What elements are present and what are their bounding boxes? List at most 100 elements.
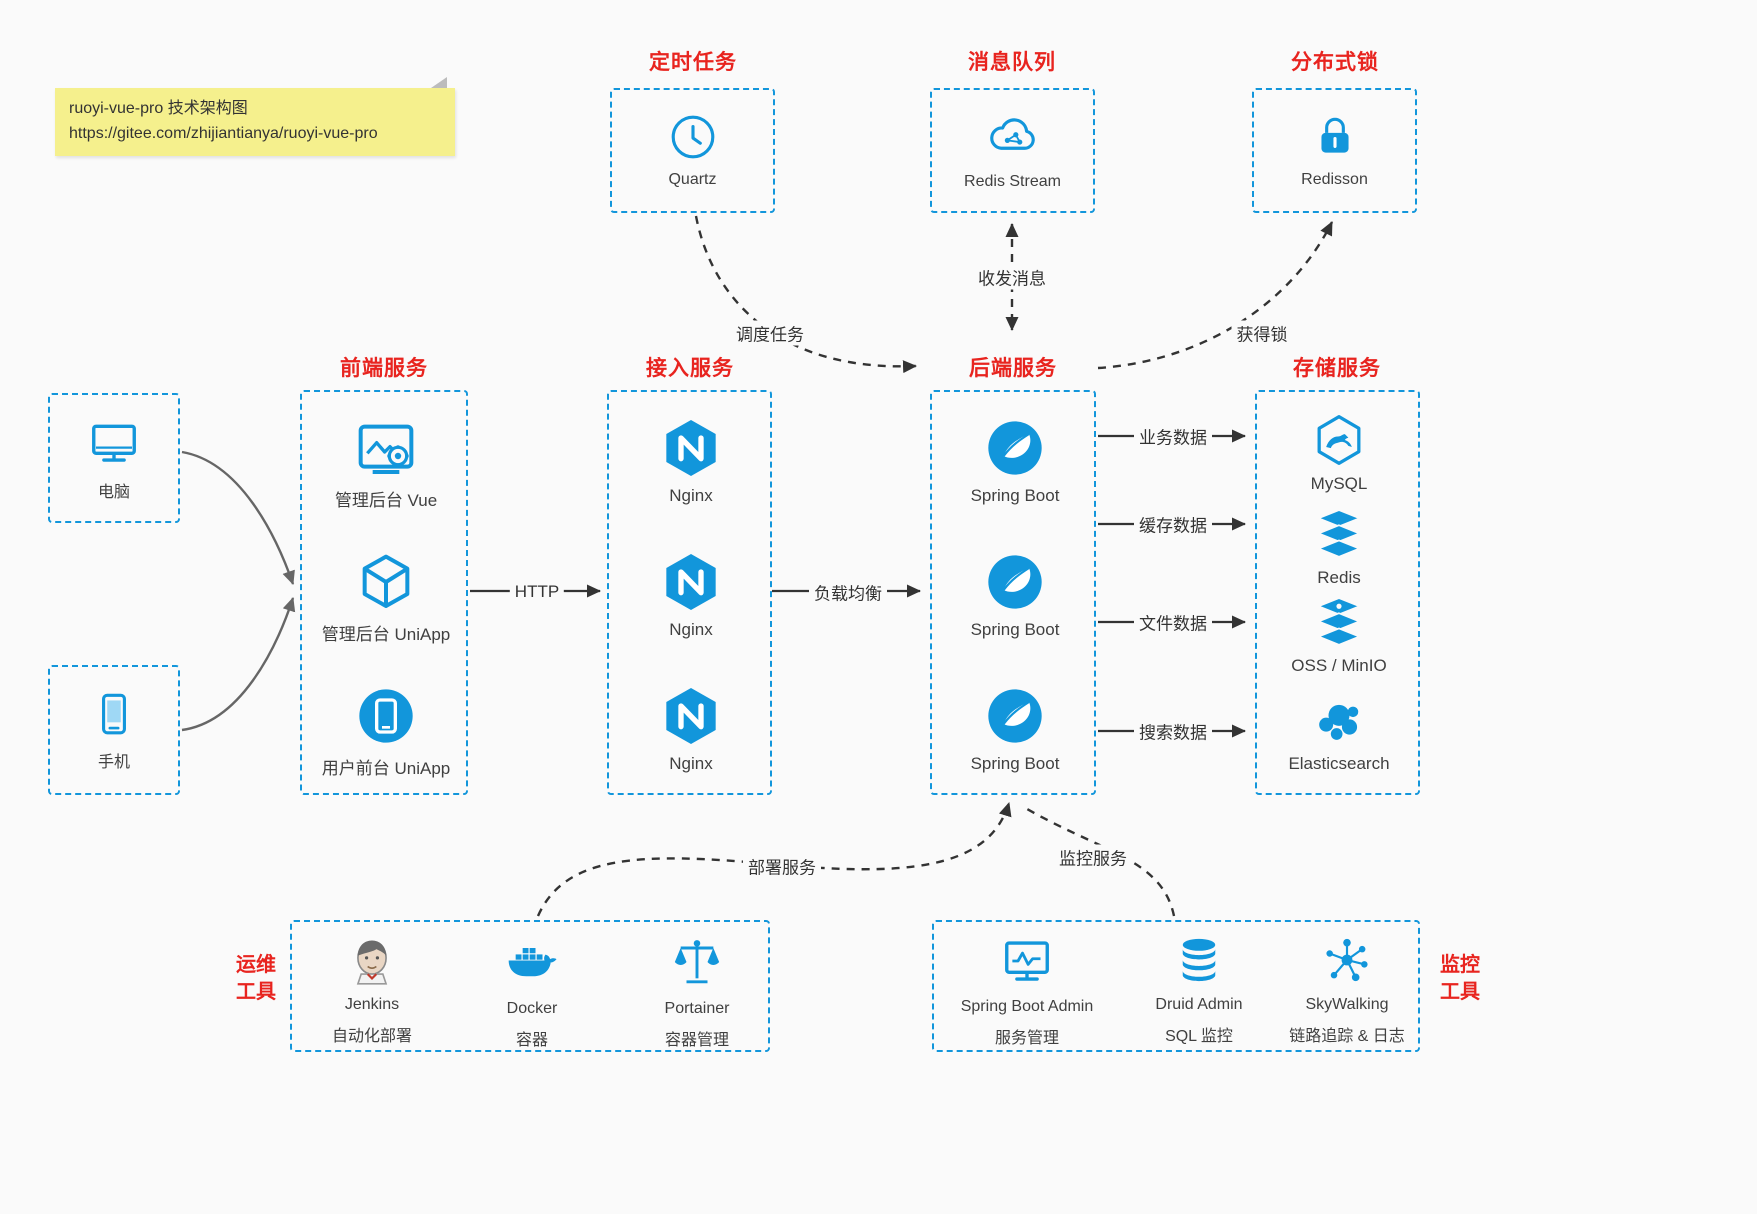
spring-boot-admin-node: Spring Boot Admin 服务管理 [942,934,1112,1048]
http-edge-label: HTTP [509,582,565,602]
redis-stream-label: Redis Stream [964,173,1061,190]
nginx-label: Nginx [669,754,713,773]
mysql-node: MySQL [1259,412,1419,494]
quartz-label: Quartz [668,171,717,188]
jenkins-name: Jenkins [344,996,400,1013]
edge-pc-to-frontend [181,450,295,585]
pc-label: 电脑 [97,483,130,501]
druid-admin-desc: SQL 监控 [1165,1028,1233,1045]
sticky-note: ruoyi-vue-pro 技术架构图 https://gitee.com/zh… [55,77,455,156]
database-icon [1173,934,1225,986]
monitoring-label-line1: 监控 [1440,954,1480,976]
phone-label: 手机 [97,753,130,771]
edge-phone-to-frontend [181,597,296,732]
ops-label-line2: 工具 [236,981,276,1003]
search-data-edge-label: 搜索数据 [1134,718,1212,744]
admin-vue-label: 管理后台 Vue [334,491,438,510]
ops-tools-label: 运维 工具 [228,952,284,1006]
computer-icon [87,415,141,469]
docker-whale-icon [504,934,560,990]
spring-boot-node: Spring Boot [935,416,1095,506]
docker-name: Docker [506,1000,558,1017]
message-queue-title: 消息队列 [968,51,1056,74]
user-uniapp-node: 用户前台 UniApp [306,684,466,779]
load-balance-edge-label: 负载均衡 [809,579,887,605]
elasticsearch-label: Elasticsearch [1288,754,1390,773]
redis-label: Redis [1317,568,1361,587]
portainer-node: Portainer 容器管理 [627,934,767,1050]
lock-icon [1310,112,1360,162]
nginx-node: Nginx [611,550,771,640]
jenkins-node: Jenkins 自动化部署 [302,934,442,1046]
monitoring-tools-label: 监控 工具 [1432,952,1488,1006]
backend-services-title: 后端服务 [969,357,1057,380]
deploy-service-edge-label: 部署服务 [743,853,821,879]
spring-boot-icon [983,416,1047,480]
scheduled-task-title: 定时任务 [649,51,737,74]
scheduled-task-box: Quartz [610,88,775,213]
oss-minio-label: OSS / MinIO [1291,656,1387,675]
nginx-label: Nginx [669,486,713,505]
elasticsearch-node: Elasticsearch [1259,692,1419,774]
skywalking-node: SkyWalking 链路追踪 & 日志 [1272,934,1422,1046]
ops-label-line1: 运维 [236,954,276,976]
storage-services-box: MySQL Redis OSS / MinIO Elasticsearch [1255,390,1420,795]
scales-icon [669,934,725,990]
druid-admin-name: Druid Admin [1155,996,1243,1013]
schedule-task-edge-label: 调度任务 [731,320,809,346]
oss-minio-node: OSS / MinIO [1259,594,1419,676]
frontend-services-title: 前端服务 [340,357,428,380]
redis-node: Redis [1259,506,1419,588]
admin-console-vue-icon [354,416,418,480]
jenkins-desc: 自动化部署 [331,1028,412,1045]
message-queue-box: Redis Stream [930,88,1095,213]
druid-admin-node: Druid Admin SQL 监控 [1114,934,1284,1046]
monitoring-tools-box: Spring Boot Admin 服务管理 Druid Admin SQL 监… [932,920,1420,1052]
uniapp-cube-icon [354,550,418,614]
cloud-stream-icon [986,110,1040,164]
object-storage-icon [1311,594,1367,650]
spring-boot-node: Spring Boot [935,684,1095,774]
spring-boot-admin-name: Spring Boot Admin [960,998,1094,1015]
edge-acquire-lock [1097,221,1334,370]
business-data-edge-label: 业务数据 [1134,423,1212,449]
spring-boot-label: Spring Boot [970,620,1060,639]
phone-icon [89,689,139,739]
spring-boot-icon [983,684,1047,748]
backend-services-box: Spring Boot Spring Boot Spring Boot [930,390,1096,795]
cache-data-edge-label: 缓存数据 [1134,511,1212,537]
note-title: ruoyi-vue-pro 技术架构图 [69,100,248,117]
portainer-name: Portainer [664,1000,730,1017]
portainer-desc: 容器管理 [664,1032,729,1049]
skywalking-name: SkyWalking [1305,996,1389,1013]
spring-boot-node: Spring Boot [935,550,1095,640]
phone-client-box: 手机 [48,665,180,795]
pc-client-box: 电脑 [48,393,180,523]
nginx-node: Nginx [611,684,771,774]
spring-boot-label: Spring Boot [970,486,1060,505]
storage-services-title: 存储服务 [1293,357,1381,380]
monitoring-label-line2: 工具 [1440,981,1480,1003]
send-receive-edge-label: 收发消息 [973,264,1051,290]
admin-vue-node: 管理后台 Vue [306,416,466,511]
user-app-icon [354,684,418,748]
admin-uniapp-node: 管理后台 UniApp [306,550,466,645]
jenkins-icon [346,934,398,986]
admin-uniapp-label: 管理后台 UniApp [321,625,451,644]
gateway-services-title: 接入服务 [646,357,734,380]
docker-node: Docker 容器 [462,934,602,1050]
spring-boot-icon [983,550,1047,614]
distributed-lock-title: 分布式锁 [1291,51,1379,74]
ops-tools-box: Jenkins 自动化部署 Docker 容器 Portainer 容器管理 [290,920,770,1052]
user-uniapp-label: 用户前台 UniApp [321,759,451,778]
monitor-chart-icon [1000,934,1054,988]
nginx-node: Nginx [611,416,771,506]
frontend-services-box: 管理后台 Vue 管理后台 UniApp 用户前台 UniApp [300,390,468,795]
note-url: https://gitee.com/zhijiantianya/ruoyi-vu… [69,124,378,142]
redis-stack-icon [1311,506,1367,562]
gateway-services-box: Nginx Nginx Nginx [607,390,772,795]
nginx-icon [659,684,723,748]
file-data-edge-label: 文件数据 [1134,609,1212,635]
